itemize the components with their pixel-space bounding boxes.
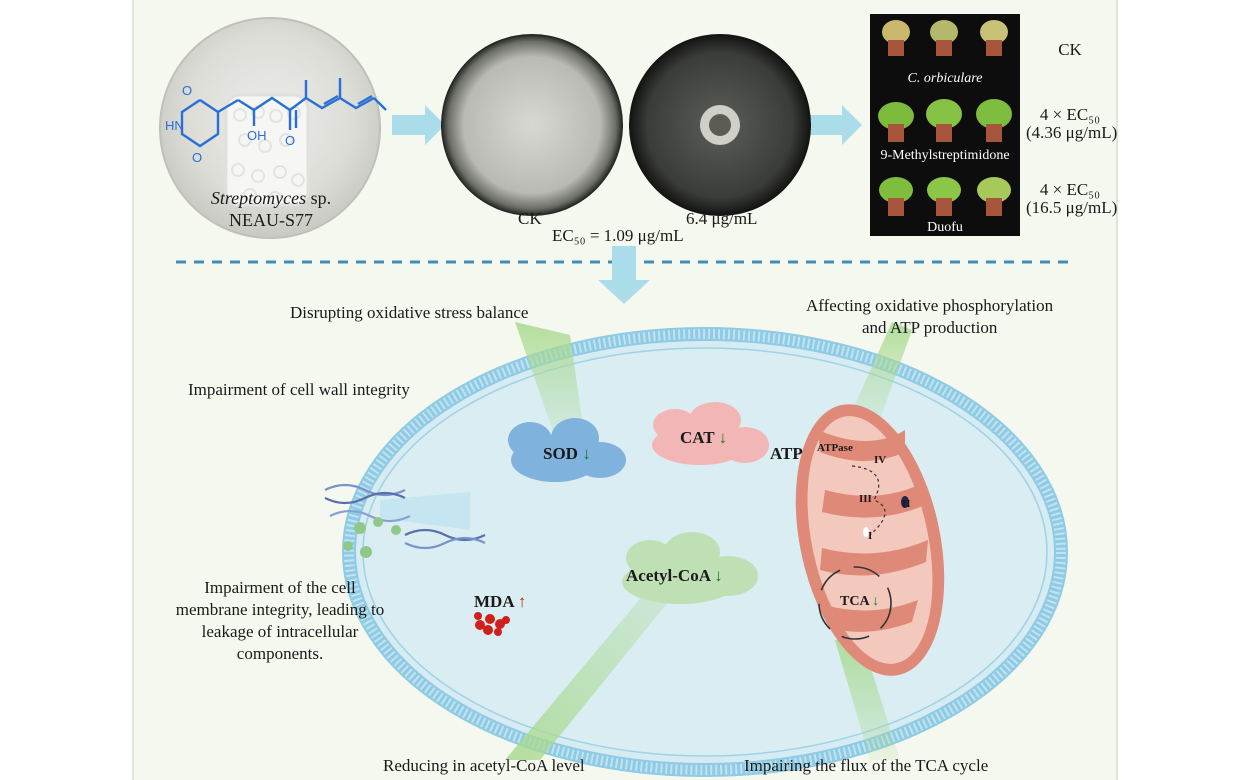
marker-sod-text: SOD — [543, 444, 578, 463]
arrow-to-mechanism — [598, 246, 650, 304]
label-membrane-line1: Impairment of the cell — [204, 578, 356, 597]
complex-ii: II — [902, 498, 911, 510]
label-membrane-line3: leakage of intracellular — [201, 622, 359, 641]
label-oxphos-line1: Affecting oxidative phosphorylation — [806, 296, 1054, 315]
leaked-dna-strands — [324, 483, 486, 550]
label-membrane-line4: components. — [236, 644, 324, 663]
marker-acetyl-coa: Acetyl-CoA ↓ — [626, 566, 723, 586]
cat-down-arrow: ↓ — [718, 428, 728, 447]
label-acetyl-coa-effect: Reducing in acetyl-CoA level — [383, 756, 585, 775]
label-oxphos-line2: and ATP production — [862, 318, 998, 337]
marker-cat-text: CAT — [680, 428, 715, 447]
plant-row-label-duofu-dose: 4 × EC₅₀ — [1039, 180, 1101, 199]
plant-row-9-methylstreptimidone — [878, 99, 1012, 142]
plant-caption-compound: 9-Methylstreptimidone — [880, 148, 1010, 163]
treated-plate-label: 6.4 μg/mL — [686, 209, 758, 228]
arrow-plates-to-plants — [808, 105, 862, 145]
ck-plate-label: CK — [518, 209, 542, 228]
marker-atp: ATP — [770, 444, 803, 463]
plant-row-ck — [882, 20, 1008, 56]
atom-label-oh: OH — [247, 128, 267, 143]
ec50-label: EC₅₀ = 1.09 μg/mL — [552, 226, 684, 245]
strain-label: NEAU-S77 — [229, 210, 313, 230]
atom-label-o-top: O — [182, 83, 192, 98]
marker-tca: TCA ↓ — [840, 592, 879, 612]
label-cell-wall: Impairment of cell wall integrity — [188, 380, 410, 399]
species-genus: Streptomyces — [210, 188, 307, 208]
label-tca-effect: Impairing the flux of the TCA cycle — [744, 756, 989, 775]
marker-mda: MDA ↑ — [474, 592, 526, 612]
sod-cloud — [508, 418, 626, 482]
beam-tca — [835, 640, 900, 760]
streptomyces-culture-plate — [159, 17, 381, 239]
panel-border-left — [132, 0, 134, 780]
ck-plate — [441, 34, 623, 216]
plant-row-label-compound-dose: 4 × EC₅₀ — [1039, 105, 1101, 124]
plant-row-label-duofu-conc: (16.5 μg/mL) — [1026, 198, 1118, 217]
beam-oxphos — [848, 322, 912, 425]
tca-down-arrow: ↓ — [872, 594, 880, 609]
beam-membrane-leak — [380, 492, 470, 530]
cat-cloud — [652, 402, 769, 465]
plant-caption-pathogen: C. orbiculare — [907, 71, 983, 86]
mda-particles — [474, 612, 510, 636]
marker-acetyl-coa-text: Acetyl-CoA — [626, 566, 711, 585]
marker-tca-text: TCA — [840, 594, 869, 609]
species-suffix: sp. — [306, 188, 332, 208]
plant-row-duofu — [879, 177, 1011, 216]
leaked-components — [343, 517, 401, 558]
acetyl-coa-cloud — [622, 532, 758, 604]
plant-caption-control-fungicide: Duofu — [927, 220, 963, 235]
plant-row-label-ck: CK — [1058, 40, 1082, 59]
marker-mda-text: MDA — [474, 592, 514, 611]
mda-up-arrow: ↑ — [517, 592, 527, 611]
complex-atpase: ATPase — [817, 442, 853, 454]
plant-row-label-compound-conc: (4.36 μg/mL) — [1026, 123, 1118, 142]
beam-acetyl-coa — [505, 575, 690, 760]
species-label: Streptomyces sp. — [206, 188, 336, 208]
acetyl-coa-down-arrow: ↓ — [714, 566, 723, 585]
atom-label-o-ketone: O — [285, 133, 295, 148]
marker-sod: SOD ↓ — [543, 444, 591, 464]
mitochondrion — [795, 404, 945, 676]
complex-i: I — [868, 530, 873, 542]
label-oxidative-stress: Disrupting oxidative stress balance — [290, 303, 529, 322]
complex-iii: III — [859, 493, 872, 505]
9-methylstreptimidone-structure — [180, 78, 387, 148]
sod-down-arrow: ↓ — [582, 444, 591, 463]
panel-border-right — [1116, 0, 1118, 780]
complex-iv: IV — [874, 454, 887, 466]
arrow-culture-to-plates — [392, 105, 445, 145]
beam-oxidative-stress — [515, 322, 585, 440]
label-membrane-line2: membrane integrity, leading to — [175, 600, 385, 619]
atom-label-hn: HN — [165, 118, 184, 133]
marker-cat: CAT ↓ — [680, 428, 727, 448]
atom-label-o-bottom: O — [192, 150, 202, 165]
treated-plate — [629, 34, 811, 216]
